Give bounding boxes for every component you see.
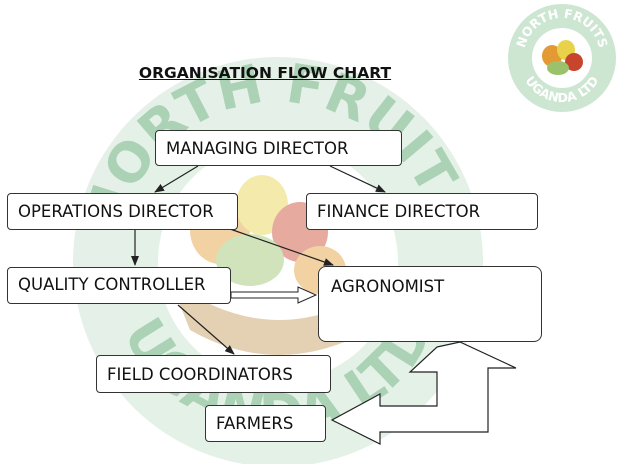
block-arrow-quality-to-agronomist (230, 286, 318, 304)
node-finance-director: FINANCE DIRECTOR (306, 193, 538, 230)
node-operations-director: OPERATIONS DIRECTOR (7, 193, 238, 230)
node-field-coordinators: FIELD COORDINATORS (96, 355, 331, 393)
node-agronomist: AGRONOMIST (318, 266, 542, 342)
arrow-quality-to-field (177, 304, 235, 355)
arrow-md-to-finance (329, 165, 386, 193)
node-farmers: FARMERS (205, 405, 326, 442)
arrow-operations-to-agronomist (229, 228, 334, 266)
u-turn-arrow-agronomist-farmers (330, 341, 517, 445)
chart-title: ORGANISATION FLOW CHART (138, 64, 392, 82)
node-quality-controller: QUALITY CONTROLLER (7, 267, 231, 304)
node-managing-director: MANAGING DIRECTOR (155, 130, 402, 166)
arrow-md-to-operations (154, 165, 199, 193)
